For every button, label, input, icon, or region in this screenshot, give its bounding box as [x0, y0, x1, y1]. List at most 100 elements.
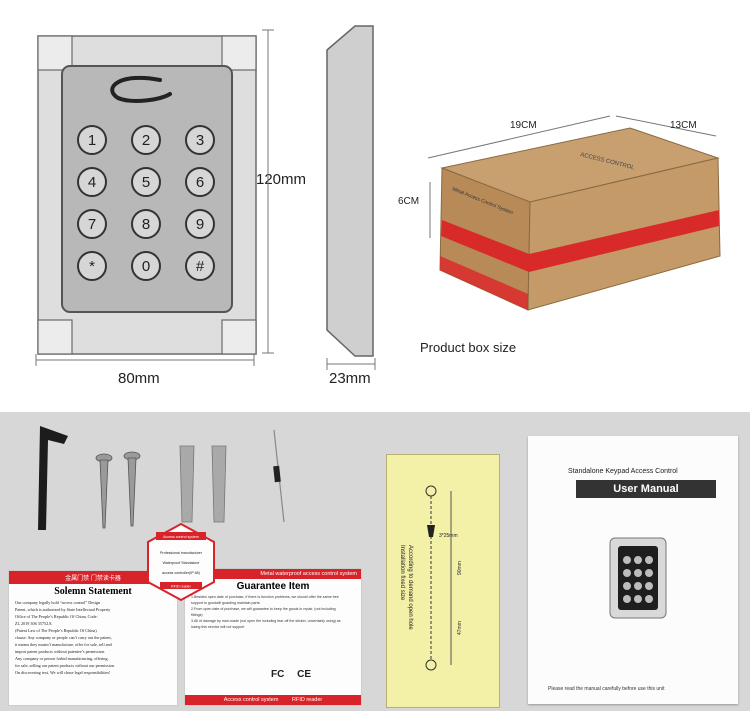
box-length-label: 19CM: [510, 120, 537, 131]
statement-line: clause: Any company or people can’t carr…: [15, 635, 112, 640]
guarantee-footer-right: RFID reader: [291, 697, 323, 703]
statement-line: Patent, which is authorized by State Int…: [15, 607, 111, 612]
screw-icon: [427, 525, 435, 537]
manual-keypad-image: [609, 537, 667, 619]
guarantee-title: Guarantee Item: [236, 581, 310, 592]
key-button: [77, 167, 107, 197]
guarantee-line: 2.From open date of purchase, we will gu…: [191, 607, 336, 611]
hexagon-footer: RFID reader: [171, 585, 192, 589]
key-button: [77, 251, 107, 281]
statement-line: (Patent Law of The People’s Republic Of …: [15, 628, 97, 633]
key-button: [185, 251, 215, 281]
allen-key-icon: [38, 426, 68, 530]
key-label: 8: [142, 216, 150, 233]
template-subtitle: According to demand open hole: [407, 545, 413, 630]
template-title: Installation fixed size: [399, 545, 405, 601]
key-button: [77, 209, 107, 239]
statement-line: Office of The People’s Republic Of China…: [15, 614, 98, 619]
guarantee-line: 3.All of damage by man-made (not open th…: [191, 619, 341, 623]
box-height-label: 6CM: [398, 196, 420, 207]
key-label: *: [89, 258, 95, 275]
statement-body: Our company legally hold “access control…: [9, 599, 177, 676]
mini-key: [634, 582, 642, 590]
key-label: 0: [142, 258, 150, 275]
template-dim-90: 90mm: [457, 561, 463, 575]
template-dim-47: 47mm: [457, 621, 463, 635]
manual-title: User Manual: [576, 480, 716, 498]
dimension-lines: [35, 29, 274, 366]
statement-line: Our company legally hold “access control…: [15, 600, 101, 605]
hexagon-line-3: access controller(IP 68): [162, 571, 200, 575]
screws-icon: [95, 451, 141, 529]
mini-key: [623, 569, 631, 577]
mini-key: [645, 582, 653, 590]
diode-icon: [273, 429, 285, 523]
mini-key: [645, 556, 653, 564]
hexagon-sticker: Access control system Professional manuf…: [147, 522, 215, 602]
key-label: 6: [196, 174, 204, 191]
statement-line: for sale, selling our patent products wi…: [15, 663, 116, 668]
guarantee-footer: Access control system RFID reader: [185, 695, 361, 705]
brand-logo-icon: [110, 75, 172, 103]
hexagon-line-2: Waterproof Standalone: [163, 561, 200, 565]
mini-key: [645, 595, 653, 603]
depth-dimension-label: 23mm: [329, 370, 371, 387]
statement-line: import patent products without patentee’…: [15, 649, 106, 654]
width-dimension-label: 80mm: [118, 370, 160, 387]
key-label: 5: [142, 174, 150, 191]
cert-logos: FC CE: [271, 669, 311, 680]
manual-subtitle: Standalone Keypad Access Control: [568, 468, 678, 475]
key-label: 3: [196, 132, 204, 149]
key-label: 7: [88, 216, 96, 233]
key-label: #: [196, 258, 205, 275]
box-width-label: 13CM: [670, 120, 697, 131]
guarantee-line: support to goodwill guarding maintain pa…: [191, 601, 261, 605]
guarantee-footer-left: Access control system: [223, 697, 279, 703]
installation-template: 3*25mm 90mm 47mm Installation fixed size…: [386, 454, 500, 708]
guarantee-line: 1.Besides open date of purchase, if ther…: [191, 595, 339, 599]
key-button: [131, 167, 161, 197]
statement-line: Any company or person forbid manufacturi…: [15, 656, 108, 661]
key-button: [131, 125, 161, 155]
package-contents-area: 3*25mm 90mm 47mm Installation fixed size…: [0, 412, 750, 711]
mini-key: [623, 595, 631, 603]
wall-plugs-icon: [179, 445, 227, 523]
solemn-statement-card: 金属门禁 门禁读卡器 Solemn Statement Our company …: [8, 570, 178, 706]
height-dimension-label: 120mm: [256, 171, 307, 188]
mini-key: [634, 569, 642, 577]
guarantee-line: losing this service will not support: [191, 625, 245, 629]
guarantee-card: Metal waterproof access control system G…: [184, 568, 362, 706]
hexagon-line-1: Professional manufacturer: [160, 551, 203, 555]
fcc-logo: FC: [271, 669, 285, 680]
key-button: [185, 209, 215, 239]
statement-title: Solemn Statement: [54, 586, 132, 597]
statement-line: On discovering text, We will chase legal…: [15, 670, 111, 675]
statement-header: 金属门禁 门禁读卡器: [9, 571, 177, 584]
ce-logo: CE: [297, 669, 312, 680]
mini-key: [634, 556, 642, 564]
key-label: 9: [196, 216, 204, 233]
key-label: 2: [142, 132, 150, 149]
mini-key: [645, 569, 653, 577]
box-caption: Product box size: [420, 340, 517, 355]
product-box: ACCESS CONTROL Metal Access Control Syst…: [427, 115, 721, 311]
guarantee-line: fittings): [191, 613, 203, 617]
key-button: [77, 125, 107, 155]
user-manual: Standalone Keypad Access Control User Ma…: [528, 436, 738, 704]
mini-key: [623, 582, 631, 590]
guarantee-body: 1.Besides open date of purchase, if ther…: [185, 594, 361, 630]
keypad-side-view: [326, 25, 376, 370]
key-button: [185, 167, 215, 197]
mini-key: [634, 595, 642, 603]
statement-line: it means they mustn’t manufacture, offer…: [15, 642, 112, 647]
hexagon-header: Access control system: [163, 535, 199, 539]
screw-size-label: 3*25mm: [439, 533, 458, 539]
key-label: 1: [88, 132, 96, 149]
guarantee-header: Metal waterproof access control system: [185, 569, 361, 579]
key-button: [131, 209, 161, 239]
mini-key: [623, 556, 631, 564]
key-button: [185, 125, 215, 155]
key-button: [131, 251, 161, 281]
